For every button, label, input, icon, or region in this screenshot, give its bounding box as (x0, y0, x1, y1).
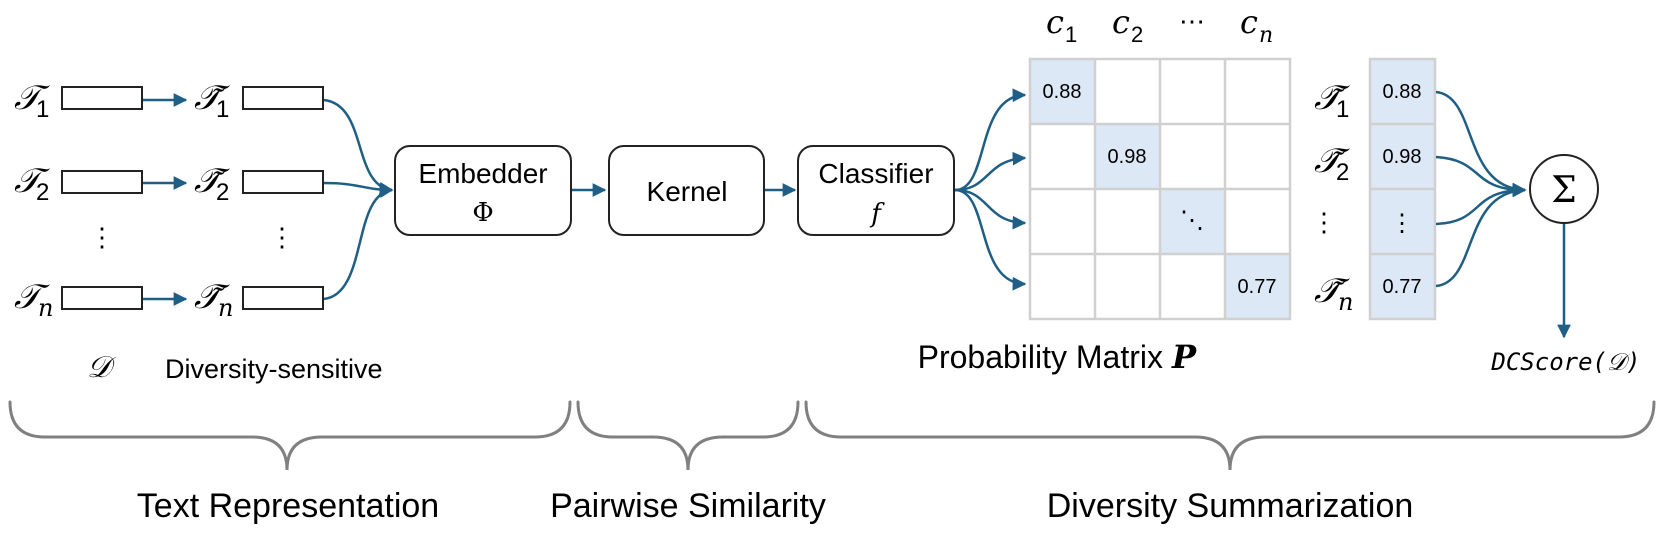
matrix-value-1: 0.88 (1043, 81, 1082, 103)
svg-text:c: c (1046, 3, 1064, 41)
svg-text:1: 1 (1065, 22, 1077, 47)
svg-text:2: 2 (1131, 22, 1143, 47)
arrow-to-sum-2 (1435, 155, 1527, 197)
transformed-text-1: 𝒯̃ 1 (194, 78, 324, 123)
matrix-value-2: 0.98 (1108, 146, 1147, 168)
arrow-to-sum-1 (1435, 90, 1527, 197)
text-block (242, 286, 324, 310)
matrix-caption-symbol: P (1171, 338, 1197, 376)
vdots-transformed: ⋮ (269, 223, 295, 253)
text-block (61, 286, 143, 310)
summary-row-label-n: 𝒯̃ n (1314, 271, 1353, 316)
text-block (61, 86, 143, 110)
svg-text:c: c (1240, 3, 1258, 41)
column-header-cn: c n (1240, 3, 1273, 48)
original-text-subscript: 2 (36, 179, 49, 206)
arrow-to-sum-3 (1435, 183, 1527, 226)
svg-text:1: 1 (1336, 96, 1349, 123)
stage-label-diversity-summarization: Diversity Summarization (1047, 487, 1414, 525)
original-text-1: 𝒯 1 (14, 78, 143, 123)
stage-braces (8, 400, 1656, 471)
matrix-value-diagonal-dots: ⋱ (1180, 206, 1204, 234)
text-block (242, 86, 324, 110)
matrix-column-headers: c 1 c 2 ⋯ c n (1046, 3, 1273, 48)
column-header-ellipsis: ⋯ (1179, 7, 1205, 37)
matrix-caption-text: Probability Matrix (918, 339, 1163, 375)
matrix-caption: Probability Matrix P (918, 338, 1197, 376)
transformed-text-subscript: 1 (216, 96, 229, 123)
original-text-subscript: n (38, 294, 53, 322)
summary-row-label-vdots: ⋮ (1311, 208, 1337, 238)
matrix-cell-diagonal (1225, 254, 1290, 319)
summary-vector: 0.88 0.98 ⋮ 0.77 (1368, 57, 1437, 321)
svg-text:c: c (1112, 3, 1130, 41)
arrow-to-row-2 (954, 151, 1027, 192)
stage-label-pairwise-similarity: Pairwise Similarity (550, 487, 826, 525)
probability-matrix: 0.88 0.98 ⋱ 0.77 (1028, 57, 1292, 321)
text-block (61, 170, 143, 194)
original-text-subscript: 1 (36, 96, 49, 123)
dataset-label: 𝒟 (87, 350, 116, 385)
matrix-cell-diagonal (1160, 189, 1225, 254)
svg-text:n: n (1259, 23, 1273, 48)
text-block (242, 170, 324, 194)
sum-icon: Σ (1551, 170, 1576, 211)
kernel-box: Kernel (608, 145, 765, 236)
brace-pairwise-similarity (576, 400, 800, 471)
matrix-grid (1028, 57, 1292, 321)
summary-value-n: 0.77 (1383, 276, 1422, 298)
arrow-to-embedder-1 (323, 98, 394, 196)
matrix-cell-diagonal (1095, 124, 1160, 189)
svg-text:2: 2 (1336, 159, 1349, 186)
arrow-to-embedder-n (323, 184, 394, 301)
dcscore-output: DCScore(𝒟) (1490, 348, 1640, 376)
column-header-c2: c 2 (1112, 3, 1143, 47)
matrix-value-n: 0.77 (1238, 276, 1277, 298)
embedder-title: Embedder (418, 158, 547, 189)
arrow-to-sum-n (1435, 183, 1527, 288)
brace-diversity-summarization (804, 400, 1656, 471)
original-text-n: 𝒯 n (14, 277, 143, 322)
transformed-text-n: 𝒯̃ n (194, 277, 324, 322)
arrow-to-row-3 (954, 188, 1027, 230)
original-text-2: 𝒯 2 (14, 161, 143, 206)
arrow-to-row-n (954, 188, 1027, 291)
summary-value-1: 0.88 (1383, 81, 1422, 103)
classifier-box: Classifier f (797, 145, 955, 236)
summary-value-vdots: ⋮ (1390, 209, 1414, 237)
transform-label: Diversity-sensitive (165, 354, 383, 384)
embedder-symbol: Φ (472, 198, 493, 228)
summary-row-labels: 𝒯̃ 1 𝒯̃ 2 ⋮ 𝒯̃ n (1311, 78, 1353, 316)
vdots-original: ⋮ (89, 223, 115, 253)
summary-row-label-2: 𝒯̃ 2 (1314, 141, 1350, 186)
matrix-cell-diagonal (1030, 59, 1095, 124)
transformed-text-subscript: n (218, 294, 233, 322)
sum-node: Σ (1529, 154, 1599, 224)
kernel-title: Kernel (647, 176, 728, 207)
embedder-box: Embedder Φ (394, 145, 572, 236)
brace-text-representation (8, 400, 572, 471)
summary-row-label-1: 𝒯̃ 1 (1314, 78, 1350, 123)
column-header-c1: c 1 (1046, 3, 1077, 47)
classifier-title: Classifier (818, 158, 933, 189)
svg-text:n: n (1338, 288, 1353, 316)
summary-value-2: 0.98 (1383, 146, 1422, 168)
transformed-text-2: 𝒯̃ 2 (194, 161, 324, 206)
arrow-to-row-1 (954, 88, 1027, 192)
stage-label-text-representation: Text Representation (137, 487, 439, 525)
transformed-text-subscript: 2 (216, 179, 229, 206)
